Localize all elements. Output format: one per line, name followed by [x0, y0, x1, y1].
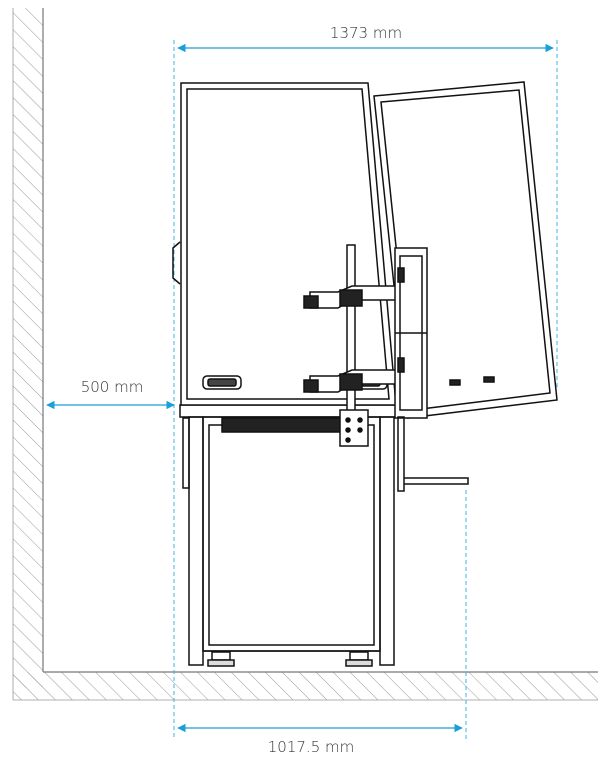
enclosure-hood	[172, 82, 397, 406]
wall	[12, 8, 44, 700]
floor	[13, 671, 598, 701]
dimension-wall-clearance: 500 mm	[46, 378, 175, 410]
dimension-wall-clearance-label: 500 mm	[81, 378, 144, 396]
stand-rod	[303, 244, 469, 492]
dimension-overall-width-label: 1373 mm	[330, 24, 402, 42]
dimension-overall-width: 1373 mm	[177, 24, 554, 53]
dimension-base-depth-label: 1017.5 mm	[268, 738, 354, 756]
dimension-base-depth: 1017.5 mm	[177, 723, 463, 756]
guide-lines	[173, 40, 558, 740]
